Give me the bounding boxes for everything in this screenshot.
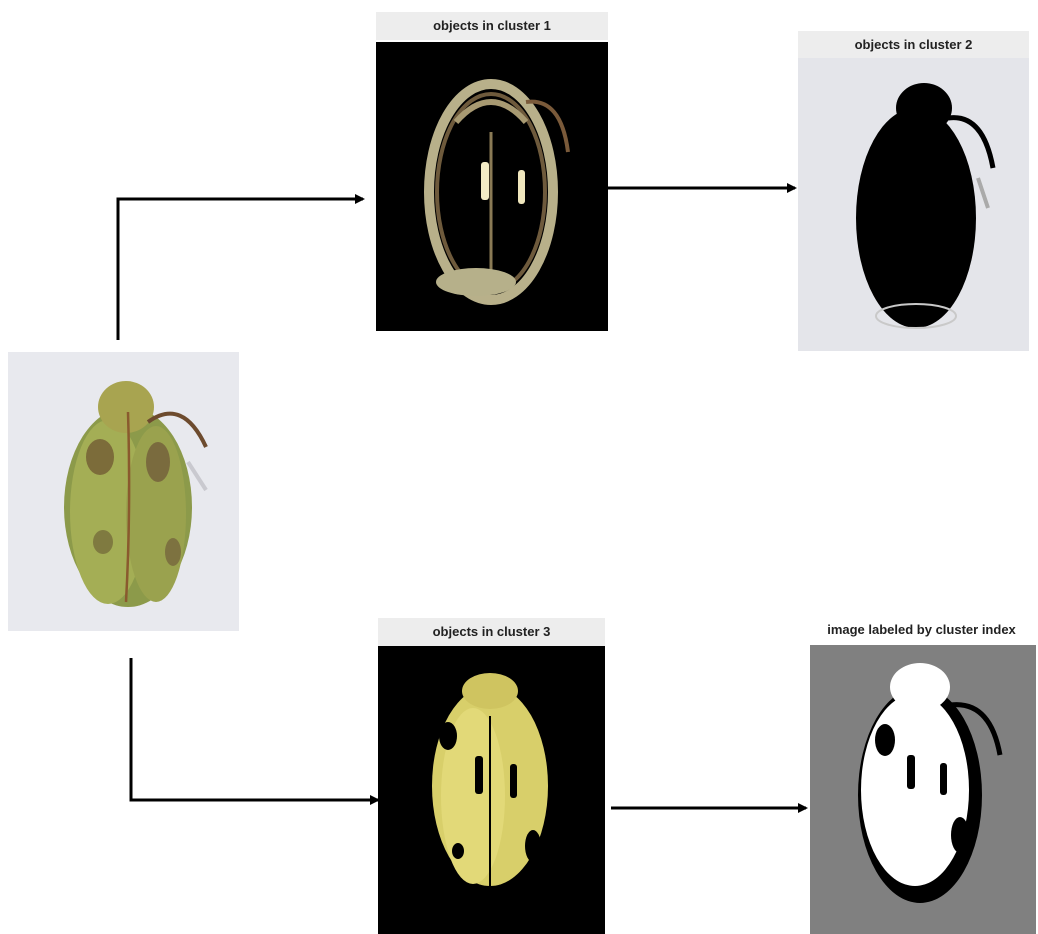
cluster3-title: objects in cluster 3 [378,618,605,646]
cluster2-image [798,58,1029,351]
original-fruit-image [8,352,239,631]
arrow-original-to-cluster1 [118,199,363,340]
cluster3-image [378,646,605,934]
arrow-original-to-cluster3 [131,658,378,800]
cluster1-title: objects in cluster 1 [376,12,608,40]
cluster2-title: objects in cluster 2 [798,31,1029,59]
cluster1-image [376,42,608,331]
labeled-image [810,645,1036,934]
labeled-title: image labeled by cluster index [805,616,1038,644]
